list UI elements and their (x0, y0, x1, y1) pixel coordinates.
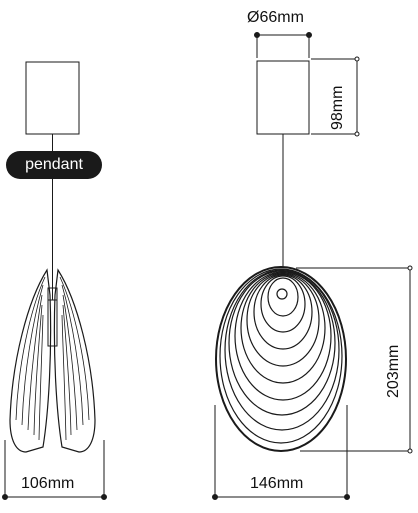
dimension-line-shade-height (296, 265, 413, 454)
dimension-line-side-width (2, 440, 107, 500)
canopy-diameter-label: Ø66mm (247, 9, 304, 26)
front-width-label: 146mm (250, 475, 304, 492)
canopy-side-view (25, 61, 80, 135)
dimension-line-canopy-height (311, 56, 360, 137)
dimension-line-canopy-diameter (254, 32, 312, 58)
pendant-badge: pendant (6, 151, 102, 179)
shade-side-view (9, 268, 96, 453)
dimension-line-front-width (212, 405, 350, 500)
canopy-height-label: 98mm (329, 85, 346, 130)
shade-front-view (215, 266, 347, 452)
shade-height-label: 203mm (385, 344, 402, 398)
side-width-label: 106mm (21, 475, 75, 492)
canopy-front-view (256, 60, 310, 135)
